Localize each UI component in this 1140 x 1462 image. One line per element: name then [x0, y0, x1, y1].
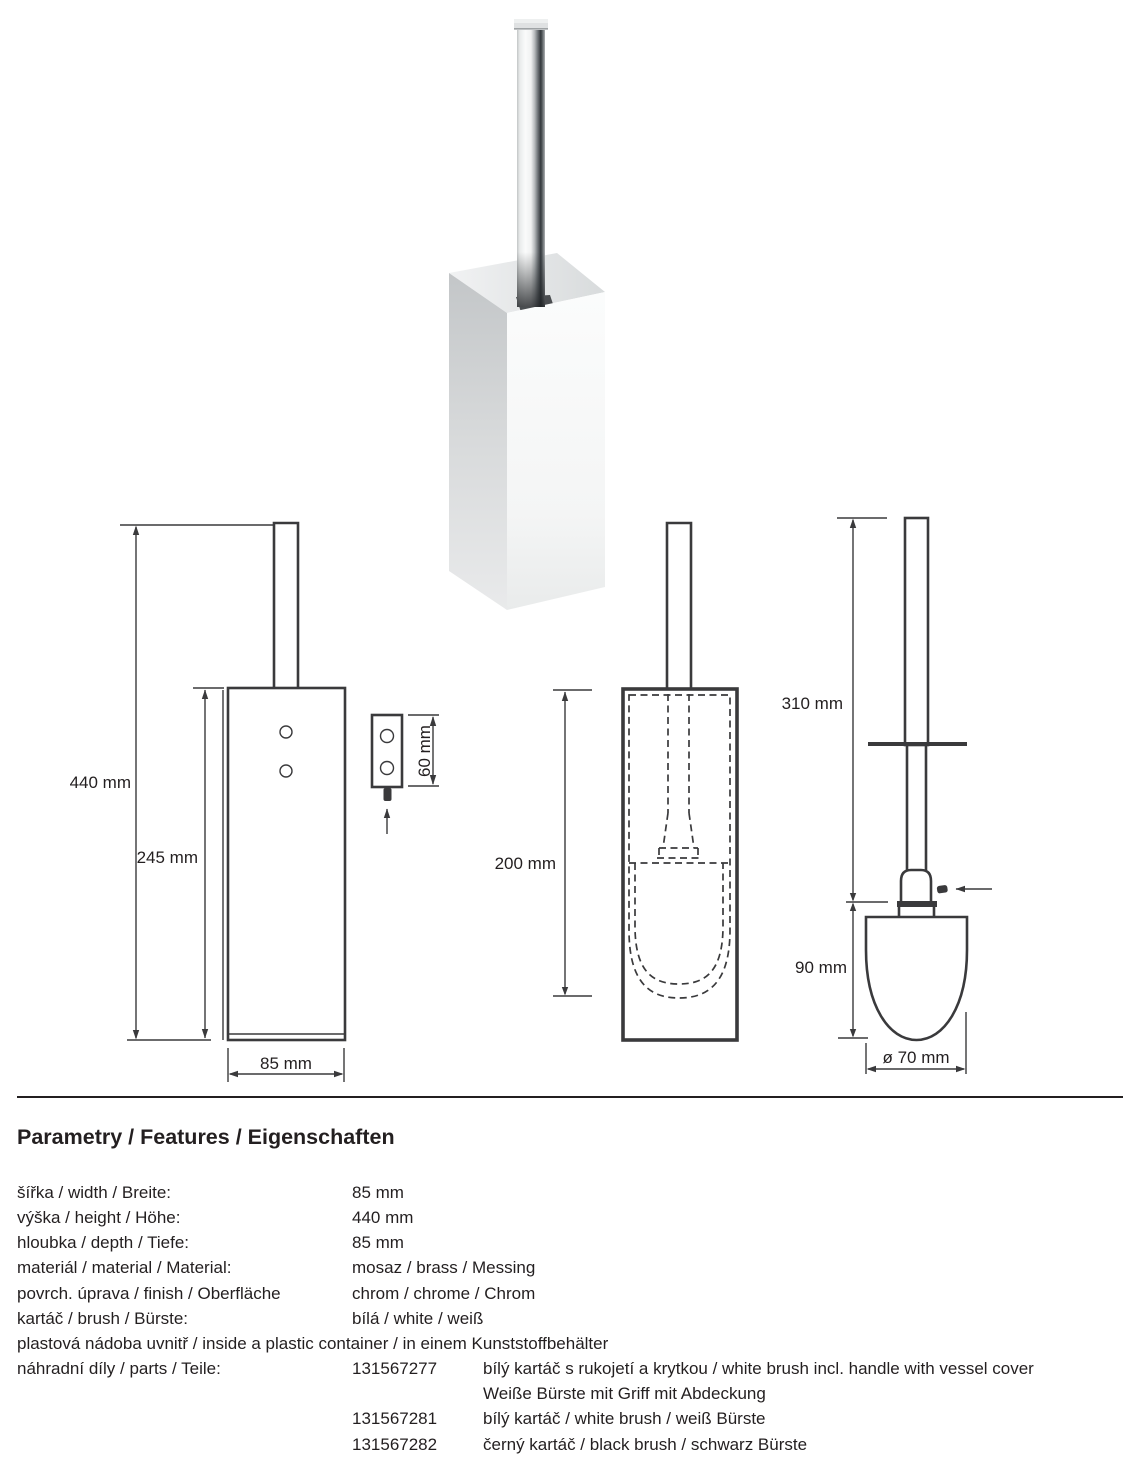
photo-handle-cap-highlight [514, 19, 548, 23]
dim-85-lines [227, 1048, 345, 1082]
technical-drawings: 440 mm 245 mm 85 mm [70, 19, 992, 1082]
section-body-outline [621, 687, 739, 1042]
dim-245-lines [193, 687, 224, 1039]
parts-row-1: náhradní díly / parts / Teile: 131567277… [17, 1356, 1123, 1381]
photo-handle-cap-edge [514, 28, 548, 30]
front-handle-outline [272, 521, 300, 688]
part-code: 131567281 [352, 1409, 438, 1429]
spec-row-height: výška / height / Höhe: 440 mm [17, 1205, 1123, 1230]
screw-icon [936, 885, 948, 894]
dim-310-90-lines [837, 517, 888, 1039]
dim-bracket-height-label: 60 mm [415, 725, 434, 777]
parts-label: náhradní díly / parts / Teile: [17, 1359, 221, 1379]
mounting-hole-bottom [279, 764, 293, 778]
spec-label: hloubka / depth / Tiefe: [17, 1233, 190, 1253]
bracket-outline [370, 713, 404, 789]
brush-side-drawing: 310 mm 90 mm ø 70 mm [782, 516, 992, 1074]
dim-inner-depth-label: 200 mm [495, 854, 556, 873]
photo-handle-reflection [517, 252, 545, 307]
photo-box-front-face [507, 292, 605, 610]
dim-60-lines [408, 714, 439, 787]
brush-handle-outline [903, 516, 930, 747]
dim-440-lines [120, 524, 274, 1041]
mounting-hole-top [279, 725, 293, 739]
spec-label: kartáč / brush / Bürste: [17, 1308, 189, 1328]
screw-direction-arrow [955, 885, 992, 893]
screw-icon [383, 788, 392, 801]
photo-handle-cap [514, 19, 548, 30]
section-handle-outline [665, 521, 693, 689]
bracket-hole-top [379, 728, 395, 744]
spec-label: šířka / width / Breite: [17, 1183, 171, 1202]
spec-value: chrom / chrome / Chrom [352, 1283, 536, 1303]
front-view-drawing: 440 mm 245 mm 85 mm [70, 521, 347, 1082]
dim-head-diameter-label: ø 70 mm [882, 1048, 949, 1067]
dim-head-height-label: 90 mm [795, 958, 847, 977]
spec-row-width: šířka / width / Breite: 85 mm [17, 1180, 1123, 1205]
spec-label: materiál / material / Material: [17, 1258, 232, 1278]
inner-basket-dashed [634, 863, 724, 985]
part-description: bílý kartáč s rukojetí a krytkou / white… [483, 1359, 1034, 1379]
spec-value: 85 mm [352, 1233, 404, 1253]
spec-value: bílá / white / weiß [352, 1308, 484, 1328]
brush-cone-dashed [657, 812, 700, 859]
parts-row-1-continued: Weiße Bürste mit Griff mit Abdeckung [17, 1381, 1123, 1406]
spec-value: mosaz / brass / Messing [352, 1258, 536, 1278]
brush-collar [897, 901, 937, 907]
spec-label: výška / height / Höhe: [17, 1208, 181, 1228]
parts-row-3: 131567282 černý kartáč / black brush / s… [17, 1432, 1123, 1457]
product-photo [449, 19, 605, 610]
spec-row-depth: hloubka / depth / Tiefe: 85 mm [17, 1230, 1123, 1255]
dim-handle-length-label: 310 mm [782, 694, 843, 713]
spec-label: povrch. úprava / finish / Oberfläche [17, 1283, 281, 1303]
spec-row-material: materiál / material / Material: mosaz / … [17, 1255, 1123, 1280]
part-code: 131567277 [352, 1359, 438, 1379]
part-code: 131567282 [352, 1434, 438, 1454]
specs-table: šířka / width / Breite: 85 mm výška / he… [17, 1180, 1123, 1457]
spec-row-container-note: plastová nádoba uvnitř / inside a plasti… [17, 1331, 1123, 1356]
brush-ferrule-outline [899, 868, 933, 902]
photo-box-left-face [449, 273, 507, 610]
part-description: Weiße Bürste mit Griff mit Abdeckung [483, 1384, 766, 1404]
specs-title: Parametry / Features / Eigenschaften [17, 1125, 395, 1149]
specs-section: Parametry / Features / Eigenschaften šíř… [17, 1096, 1123, 1457]
part-description: černý kartáč / black brush / schwarz Bür… [483, 1434, 808, 1454]
bracket-hole-bottom [379, 760, 395, 776]
parts-row-2: 131567281 bílý kartáč / white brush / we… [17, 1406, 1123, 1431]
spec-row-brush: kartáč / brush / Bürste: bílá / white / … [17, 1306, 1123, 1331]
screw-direction-arrow [383, 808, 391, 834]
section-view-drawing: 200 mm [495, 521, 739, 1042]
brush-head-outline [864, 915, 969, 1042]
spec-value: 85 mm [352, 1183, 404, 1202]
dim-200-lines [553, 689, 592, 997]
dim-height-total-label: 440 mm [70, 773, 131, 792]
container-note: plastová nádoba uvnitř / inside a plasti… [17, 1333, 609, 1353]
front-body-outline [226, 686, 347, 1042]
divider-line [17, 1096, 1123, 1098]
part-description: bílý kartáč / white brush / weiß Bürste [483, 1409, 766, 1429]
wall-bracket-detail: 60 mm [370, 713, 439, 834]
inner-container-dashed [628, 694, 731, 999]
spec-row-finish: povrch. úprava / finish / Oberfläche chr… [17, 1281, 1123, 1306]
spec-value: 440 mm [352, 1208, 414, 1228]
dim-width-label: 85 mm [260, 1054, 312, 1073]
dim-body-height-label: 245 mm [137, 848, 198, 867]
dim-diameter-lines [865, 1012, 967, 1074]
